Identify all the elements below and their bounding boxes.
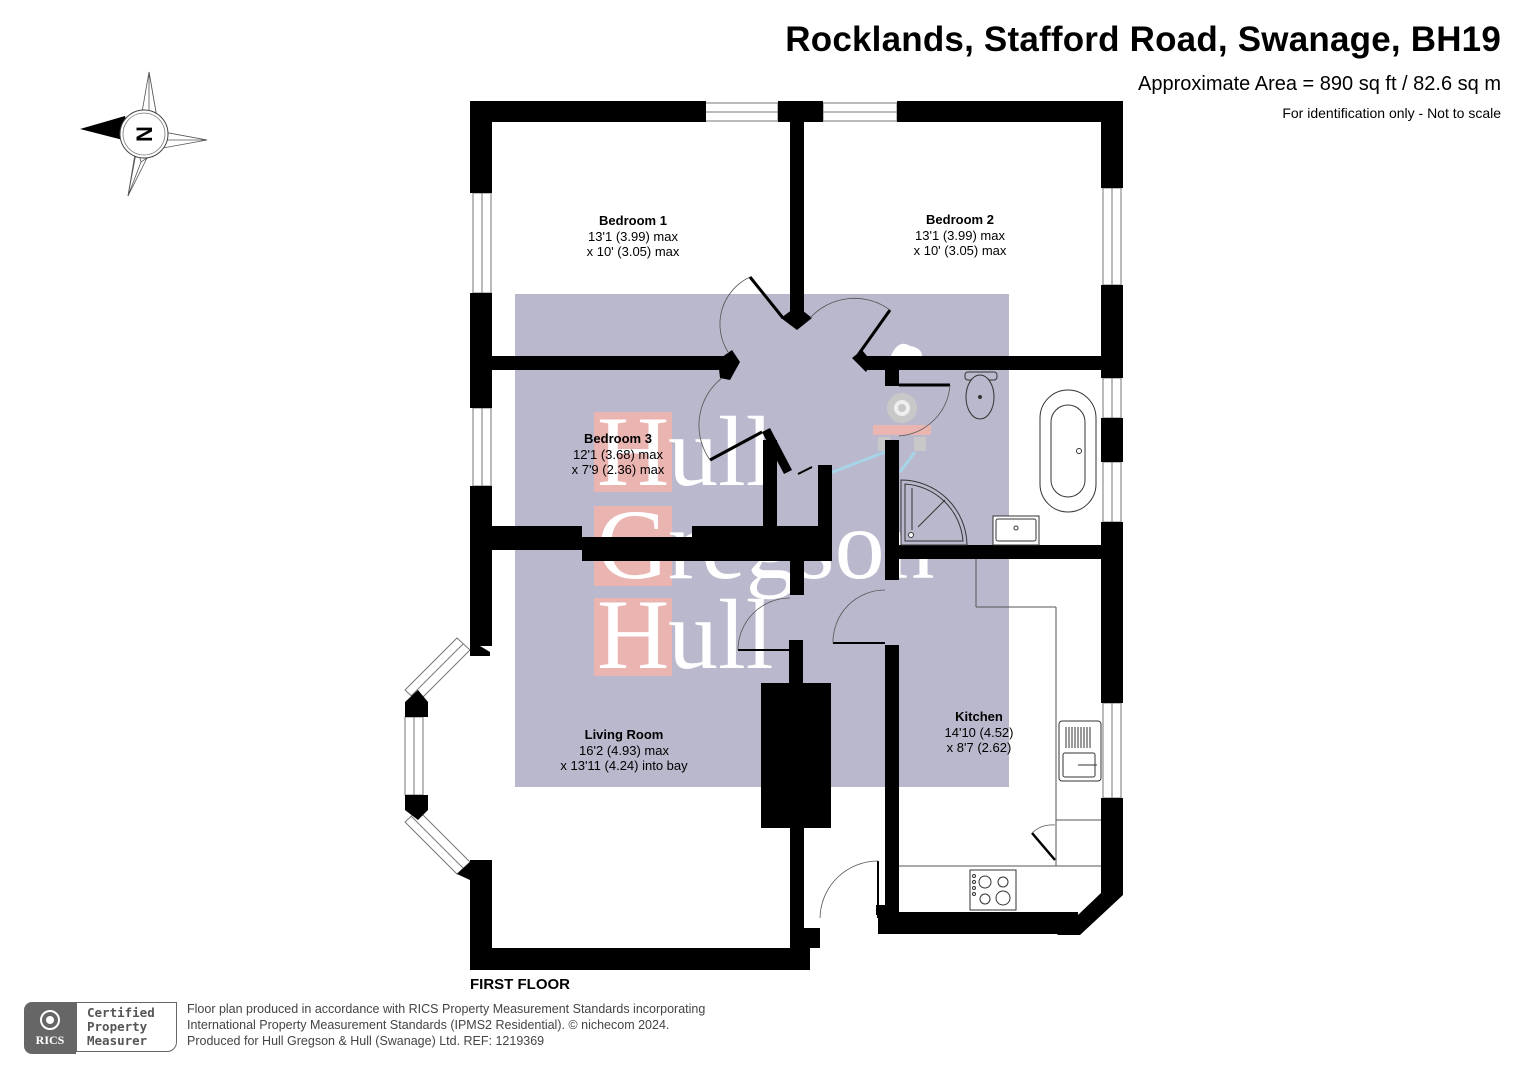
room-dimension-2: x 13'11 (4.24) into bay xyxy=(560,758,688,773)
room-dimension-1: 13'1 (3.99) max xyxy=(915,227,1005,243)
fixtures xyxy=(899,371,1102,911)
room-dimension-2: x 7'9 (2.36) max xyxy=(571,462,665,477)
rics-org-label: RICS xyxy=(35,1033,65,1047)
room-dimension-1: 14'10 (4.52) xyxy=(944,724,1014,740)
badge-line-2: Property xyxy=(87,1019,148,1034)
svg-text:ull: ull xyxy=(668,396,774,507)
footer-line-1: Floor plan produced in accordance with R… xyxy=(187,1002,706,1016)
room-name: Bedroom 3 xyxy=(584,431,652,446)
svg-text:H: H xyxy=(597,579,669,690)
doors xyxy=(698,276,1056,919)
room-dimension-1: 13'1 (3.99) max xyxy=(588,228,678,244)
room-label-bedroom-1: Bedroom 1 13'1 (3.99) max x 10' (3.05) m… xyxy=(587,213,680,260)
svg-text:H: H xyxy=(597,396,669,507)
svg-text:ull: ull xyxy=(668,579,774,690)
footer-disclaimer: Floor plan produced in accordance with R… xyxy=(187,1001,705,1049)
rics-lion-icon xyxy=(40,1010,60,1030)
room-name: Living Room xyxy=(584,727,664,742)
walls xyxy=(405,101,1123,970)
badge-line-1: Certified xyxy=(87,1005,155,1020)
windows xyxy=(404,102,1122,875)
room-dimension-2: x 10' (3.05) max xyxy=(913,243,1007,258)
rics-certified-badge: RICS Certified Property Measurer xyxy=(24,1002,178,1054)
room-dimension-1: 12'1 (3.68) max xyxy=(573,446,663,462)
room-dimension-2: x 8'7 (2.62) xyxy=(946,740,1012,755)
room-label-bedroom-2: Bedroom 2 13'1 (3.99) max x 10' (3.05) m… xyxy=(914,212,1007,259)
floor-label: FIRST FLOOR xyxy=(470,976,570,993)
scale-disclaimer: For identification only - Not to scale xyxy=(1282,105,1501,121)
rics-logo: RICS xyxy=(24,1002,76,1054)
compass-n-label: N xyxy=(132,126,157,142)
room-label-kitchen: Kitchen 14'10 (4.52) x 8'7 (2.62) xyxy=(945,709,1014,756)
property-title: Rocklands, Stafford Road, Swanage, BH19 xyxy=(785,20,1501,59)
badge-line-3: Measurer xyxy=(87,1033,148,1048)
certified-property-measurer-box: Certified Property Measurer xyxy=(76,1002,177,1052)
room-name: Bedroom 1 xyxy=(599,213,667,228)
room-dimension-1: 16'2 (4.93) max xyxy=(579,742,669,758)
compass-north-arrow-icon: N xyxy=(80,71,208,197)
approximate-area: Approximate Area = 890 sq ft / 82.6 sq m xyxy=(1138,73,1501,95)
room-name: Kitchen xyxy=(955,709,1003,724)
footer-line-3: Produced for Hull Gregson & Hull (Swanag… xyxy=(187,1034,545,1048)
room-dimension-2: x 10' (3.05) max xyxy=(586,244,680,259)
room-label-living-room: Living Room 16'2 (4.93) max x 13'11 (4.2… xyxy=(560,727,687,774)
footer-line-2: International Property Measurement Stand… xyxy=(187,1018,670,1032)
room-label-bedroom-3: Bedroom 3 12'1 (3.68) max x 7'9 (2.36) m… xyxy=(572,431,665,478)
room-name: Bedroom 2 xyxy=(926,212,994,227)
